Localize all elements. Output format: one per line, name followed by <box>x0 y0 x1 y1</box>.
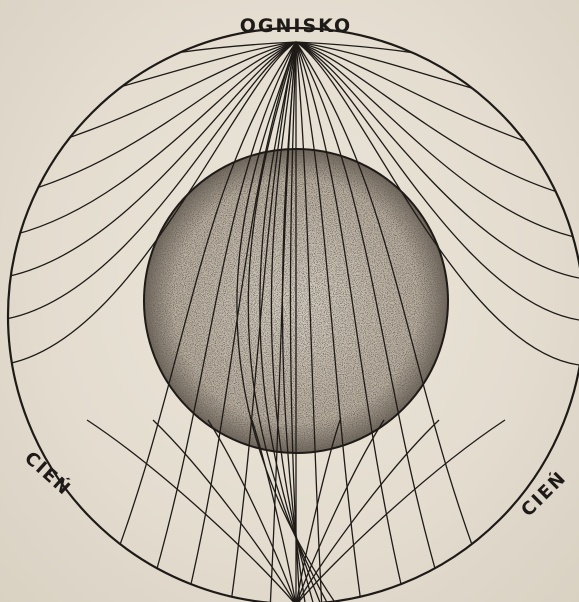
focus-label: OGNISKO <box>240 15 352 37</box>
shadow-label-left: CIEŃ <box>20 447 76 500</box>
shadow-label-right-group: CIEŃ <box>516 466 571 521</box>
field-line-outer-left <box>0 42 296 120</box>
field-line-outer-left <box>0 42 296 158</box>
field-line-outer-left <box>0 42 296 90</box>
field-line-outer-right <box>296 42 579 120</box>
field-line-outer-right <box>296 42 579 158</box>
shadow-label-right: CIEŃ <box>516 466 571 521</box>
shadow-label-left-group: CIEŃ <box>20 447 76 500</box>
